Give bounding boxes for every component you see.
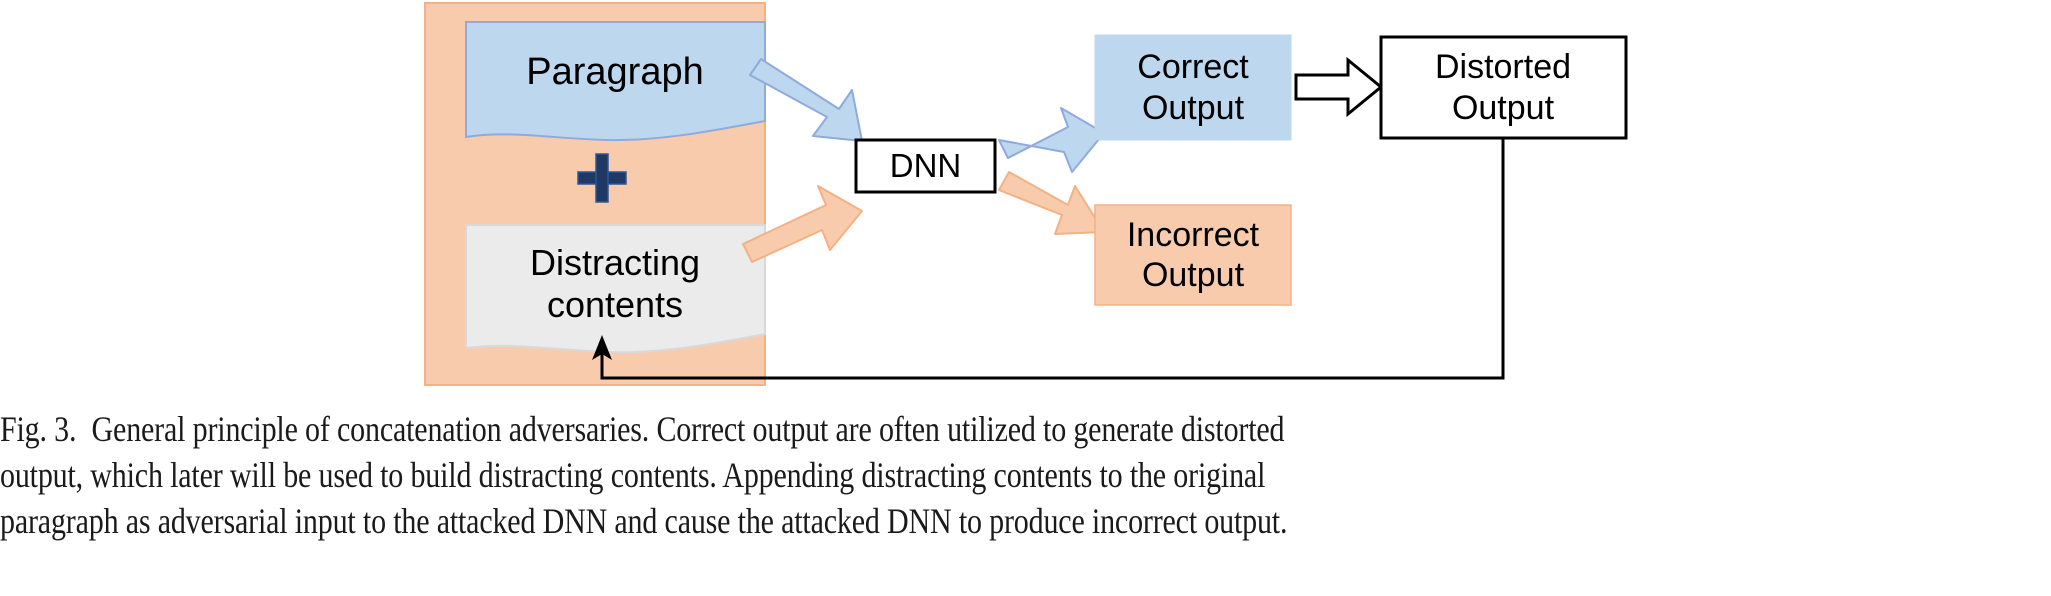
caption-figure-number: Fig. 3.: [0, 409, 77, 449]
dnn-box: [854, 138, 997, 194]
arrow-dnn-to-incorrect-output: [998, 171, 1105, 235]
incorrect-output-box: [1094, 204, 1292, 306]
arrow-correct-to-distorted-output: [1294, 56, 1384, 118]
arrow-distracting-to-dnn: [742, 185, 863, 263]
paragraph-shape: [465, 21, 766, 142]
caption-line-2: output, which later will be used to buil…: [0, 455, 1266, 495]
arrow-dnn-to-correct-output: [998, 107, 1105, 173]
caption-line-1: Fig. 3. General principle of concatenatio…: [0, 406, 1733, 452]
diagram-canvas: Paragraph Distracting contents DNN Corre…: [424, 2, 1628, 386]
correct-output-box: [1094, 34, 1292, 141]
distracting-contents-shape: [465, 224, 766, 354]
feedback-connector: [592, 138, 1505, 380]
caption-line-3: paragraph as adversarial input to the at…: [0, 501, 1288, 541]
caption-text-1: General principle of concatenation adver…: [91, 409, 1285, 449]
distorted-output-box: [1379, 35, 1628, 140]
figure-caption: Fig. 3. General principle of concatenatio…: [0, 406, 1733, 544]
plus-icon: [577, 153, 627, 203]
arrow-paragraph-to-dnn: [749, 58, 863, 142]
diagram-svg: [424, 2, 1628, 386]
